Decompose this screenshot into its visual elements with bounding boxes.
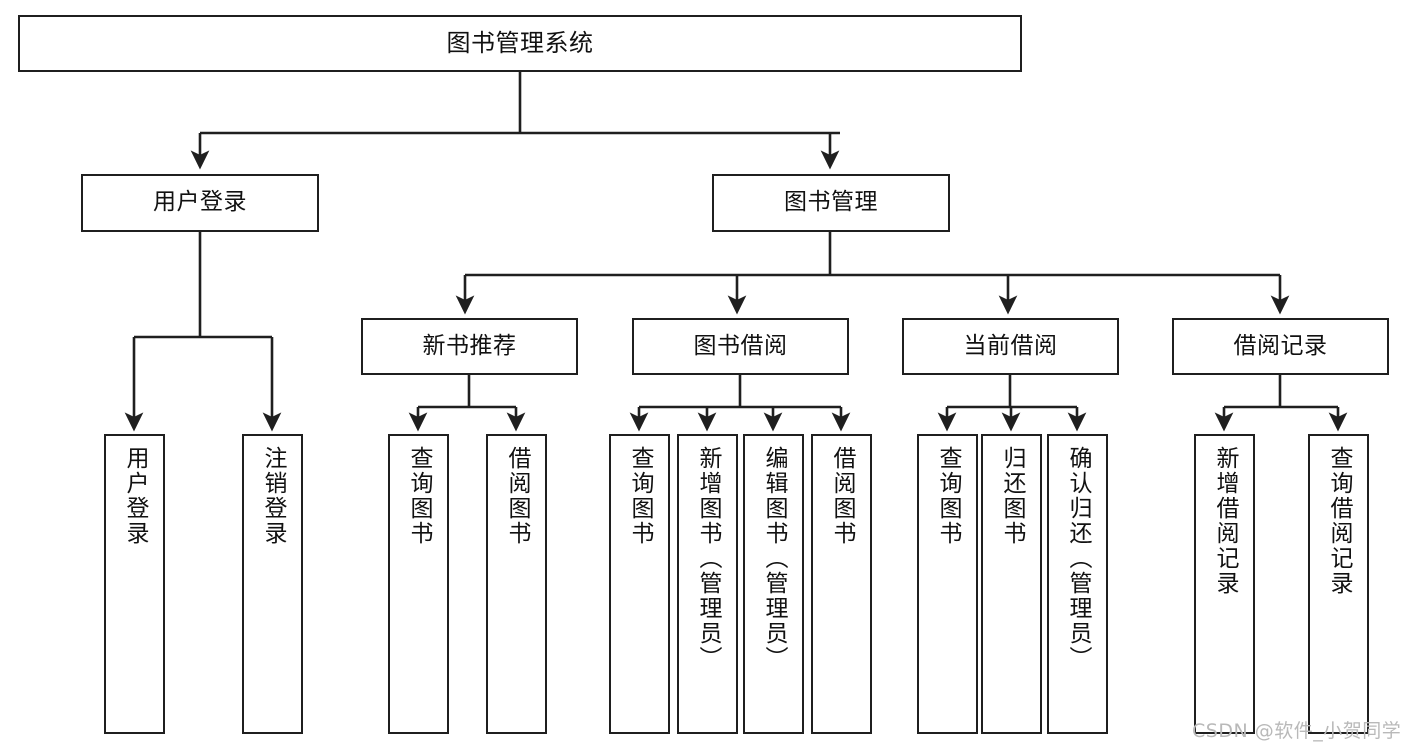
node-user-login-label: 用户登录 [153, 189, 247, 216]
node-leaf-edit-book-admin-label: 编辑图书（管理员） [761, 446, 787, 671]
node-root[interactable]: 图书管理系统 [18, 15, 1022, 72]
node-borrow-record-label: 借阅记录 [1233, 332, 1328, 359]
node-leaf-query-book-1[interactable]: 查询图书 [388, 434, 449, 734]
node-leaf-query-borrow-record-label: 查询借阅记录 [1326, 446, 1352, 596]
node-leaf-logout-login-label: 注销登录 [260, 446, 286, 546]
node-borrow-record[interactable]: 借阅记录 [1172, 318, 1389, 375]
node-book-management-label: 图书管理 [784, 189, 878, 216]
node-leaf-edit-book-admin[interactable]: 编辑图书（管理员） [743, 434, 804, 734]
node-leaf-return-book-label: 归还图书 [999, 446, 1025, 546]
node-leaf-borrow-book-1-label: 借阅图书 [504, 446, 530, 546]
node-current-borrow-label: 当前借阅 [963, 332, 1058, 359]
node-leaf-user-login[interactable]: 用户登录 [104, 434, 165, 734]
node-leaf-query-book-1-label: 查询图书 [406, 446, 432, 546]
node-user-login[interactable]: 用户登录 [81, 174, 319, 232]
node-leaf-query-book-2-label: 查询图书 [627, 446, 653, 546]
node-leaf-logout-login[interactable]: 注销登录 [242, 434, 303, 734]
node-leaf-add-book-admin-label: 新增图书（管理员） [695, 446, 721, 671]
csdn-watermark: CSDN @软件_小贺同学 [1192, 720, 1402, 742]
node-leaf-add-borrow-record-label: 新增借阅记录 [1212, 446, 1238, 596]
node-leaf-query-book-2[interactable]: 查询图书 [609, 434, 670, 734]
node-book-borrow-label: 图书借阅 [693, 332, 788, 359]
node-book-management[interactable]: 图书管理 [712, 174, 950, 232]
node-book-borrow[interactable]: 图书借阅 [632, 318, 849, 375]
node-leaf-borrow-book-2-label: 借阅图书 [829, 446, 855, 546]
node-leaf-user-login-label: 用户登录 [122, 446, 148, 546]
node-root-label: 图书管理系统 [446, 29, 594, 58]
node-leaf-query-book-3-label: 查询图书 [935, 446, 961, 546]
node-current-borrow[interactable]: 当前借阅 [902, 318, 1119, 375]
node-leaf-query-book-3[interactable]: 查询图书 [917, 434, 978, 734]
node-new-book-recommend-label: 新书推荐 [422, 332, 517, 359]
node-leaf-borrow-book-1[interactable]: 借阅图书 [486, 434, 547, 734]
node-leaf-query-borrow-record[interactable]: 查询借阅记录 [1308, 434, 1369, 734]
node-leaf-return-book[interactable]: 归还图书 [981, 434, 1042, 734]
node-leaf-confirm-return-admin[interactable]: 确认归还（管理员） [1047, 434, 1108, 734]
node-leaf-add-borrow-record[interactable]: 新增借阅记录 [1194, 434, 1255, 734]
node-leaf-borrow-book-2[interactable]: 借阅图书 [811, 434, 872, 734]
node-leaf-add-book-admin[interactable]: 新增图书（管理员） [677, 434, 738, 734]
node-leaf-confirm-return-admin-label: 确认归还（管理员） [1065, 446, 1091, 671]
node-new-book-recommend[interactable]: 新书推荐 [361, 318, 578, 375]
